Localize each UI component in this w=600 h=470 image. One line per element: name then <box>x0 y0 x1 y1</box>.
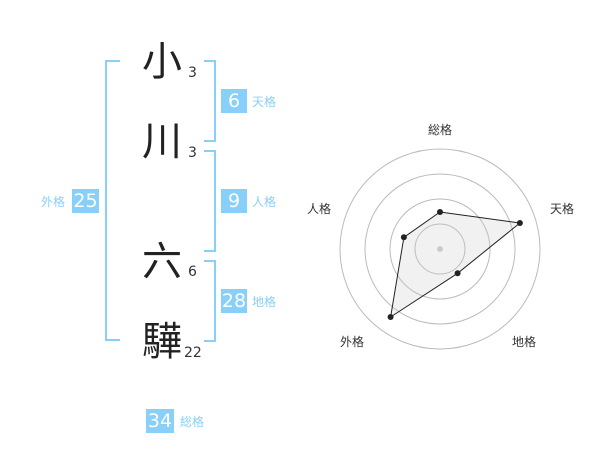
axis-label-chikaku: 地格 <box>512 334 536 349</box>
stroke-count-3: 6 <box>188 264 197 280</box>
jinkaku-bracket <box>204 150 216 252</box>
radar-center-dot <box>437 246 443 252</box>
radar-area <box>389 211 522 319</box>
radar-ring-3 <box>364 173 516 325</box>
axis-label-soukaku: 総格 <box>428 122 452 137</box>
jinkaku-value-badge: 9 <box>221 189 247 213</box>
axis-label-jinkaku: 人格 <box>307 201 331 216</box>
radar-point-1 <box>516 220 523 226</box>
gaikaku-label: 外格 <box>41 195 66 209</box>
radar-ring-2 <box>389 198 491 300</box>
chikaku-label: 地格 <box>252 295 277 309</box>
axis-label-gaikaku: 外格 <box>340 334 364 349</box>
jinkaku-label: 人格 <box>252 195 277 209</box>
tenkaku-value-badge: 6 <box>221 89 247 113</box>
tenkaku-label: 天格 <box>252 95 277 109</box>
name-char-1: 小 <box>142 39 182 85</box>
radar-ring-1 <box>414 223 466 275</box>
chikaku-value-badge: 28 <box>221 289 247 313</box>
chikaku-bracket <box>204 260 216 342</box>
tenkaku-bracket <box>204 60 216 142</box>
name-char-4: 驊 <box>142 319 182 365</box>
stroke-count-2: 3 <box>188 145 197 161</box>
stroke-count-1: 3 <box>188 65 197 81</box>
soukaku-value-badge: 34 <box>146 409 174 433</box>
gaikaku-value-badge: 25 <box>72 189 99 213</box>
radar-point-0 <box>437 209 443 215</box>
radar-point-4 <box>400 234 407 241</box>
name-char-2: 川 <box>142 119 182 165</box>
stroke-count-4: 22 <box>184 345 202 361</box>
soukaku-label: 総格 <box>180 415 205 429</box>
radar-point-3 <box>387 314 394 320</box>
axis-label-tenkaku: 天格 <box>550 201 574 216</box>
gaikaku-bracket <box>105 60 120 341</box>
radar-ring-4 <box>339 148 541 350</box>
name-char-3: 六 <box>142 239 182 285</box>
radar-point-2 <box>454 270 461 277</box>
